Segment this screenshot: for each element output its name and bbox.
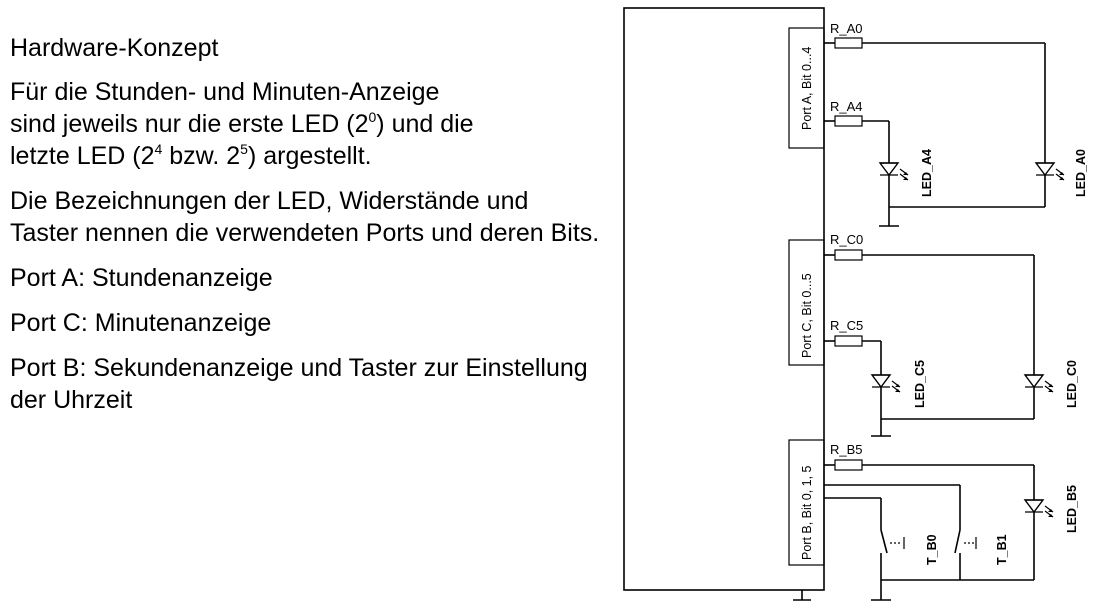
led-c0-symbol xyxy=(1024,374,1054,393)
exp-4: 4 xyxy=(154,141,163,157)
paragraph-naming: Die Bezeichnungen der LED, Widerstände u… xyxy=(10,187,600,247)
led-a4-symbol xyxy=(879,162,909,181)
switch-t-b1-contact xyxy=(954,529,961,554)
led-c5-label: LED_C5 xyxy=(913,360,927,408)
exp-0: 0 xyxy=(368,109,377,125)
p1-line2a: sind jeweils nur die erste LED (2 xyxy=(10,110,369,138)
led-b5-symbol xyxy=(1024,499,1054,518)
p1-line2b: ) und die xyxy=(376,110,474,138)
switch-t-b0-contact xyxy=(880,529,888,554)
led-a0-symbol xyxy=(1035,162,1065,181)
heading: Hardware-Konzept xyxy=(10,34,219,62)
port-a-label: Port A, Bit 0...4 xyxy=(800,47,814,130)
resistor-r-b5-label: R_B5 xyxy=(830,442,863,457)
port-b-box xyxy=(788,439,825,566)
paragraph-led-display: Für die Stunden- und Minuten-Anzeige sin… xyxy=(10,76,600,172)
port-c-label: Port C, Bit 0...5 xyxy=(800,273,814,358)
switch-t-b1-label: T_B1 xyxy=(995,534,1009,565)
led-b5-label: LED_B5 xyxy=(1065,485,1079,533)
resistor-r-b5 xyxy=(834,459,863,471)
controller-box xyxy=(623,7,825,591)
resistor-r-a4 xyxy=(834,115,863,127)
resistor-r-a4-label: R_A4 xyxy=(830,99,863,114)
led-c0-label: LED_C0 xyxy=(1065,360,1079,408)
p1-line3b: bzw. 2 xyxy=(162,142,241,170)
resistor-r-a0 xyxy=(834,37,863,49)
resistor-r-c5-label: R_C5 xyxy=(830,318,863,333)
resistor-r-c5 xyxy=(834,335,863,347)
led-a0-label: LED_A0 xyxy=(1074,149,1088,197)
port-c-description: Port C: Minutenanzeige xyxy=(10,309,272,337)
exp-5: 5 xyxy=(240,141,248,157)
description-panel: Hardware-Konzept Für die Stunden- und Mi… xyxy=(10,32,600,429)
resistor-r-a0-label: R_A0 xyxy=(830,21,863,36)
port-c-box xyxy=(788,239,825,366)
switch-t-b0-label: T_B0 xyxy=(925,534,939,565)
port-a-box xyxy=(788,27,825,149)
p1-line3a: letzte LED (2 xyxy=(10,142,155,170)
port-b-label: Port B, Bit 0, 1, 5 xyxy=(800,465,814,560)
port-a-description: Port A: Stundenanzeige xyxy=(10,264,273,292)
p1-line3c: ) argestellt. xyxy=(247,142,372,170)
resistor-r-c0 xyxy=(834,249,863,261)
led-c5-symbol xyxy=(871,374,901,393)
p1-line1: Für die Stunden- und Minuten-Anzeige xyxy=(10,78,440,106)
port-b-description: Port B: Sekundenanzeige und Taster zur E… xyxy=(10,354,588,414)
resistor-r-c0-label: R_C0 xyxy=(830,232,863,247)
led-a4-label: LED_A4 xyxy=(920,149,934,197)
